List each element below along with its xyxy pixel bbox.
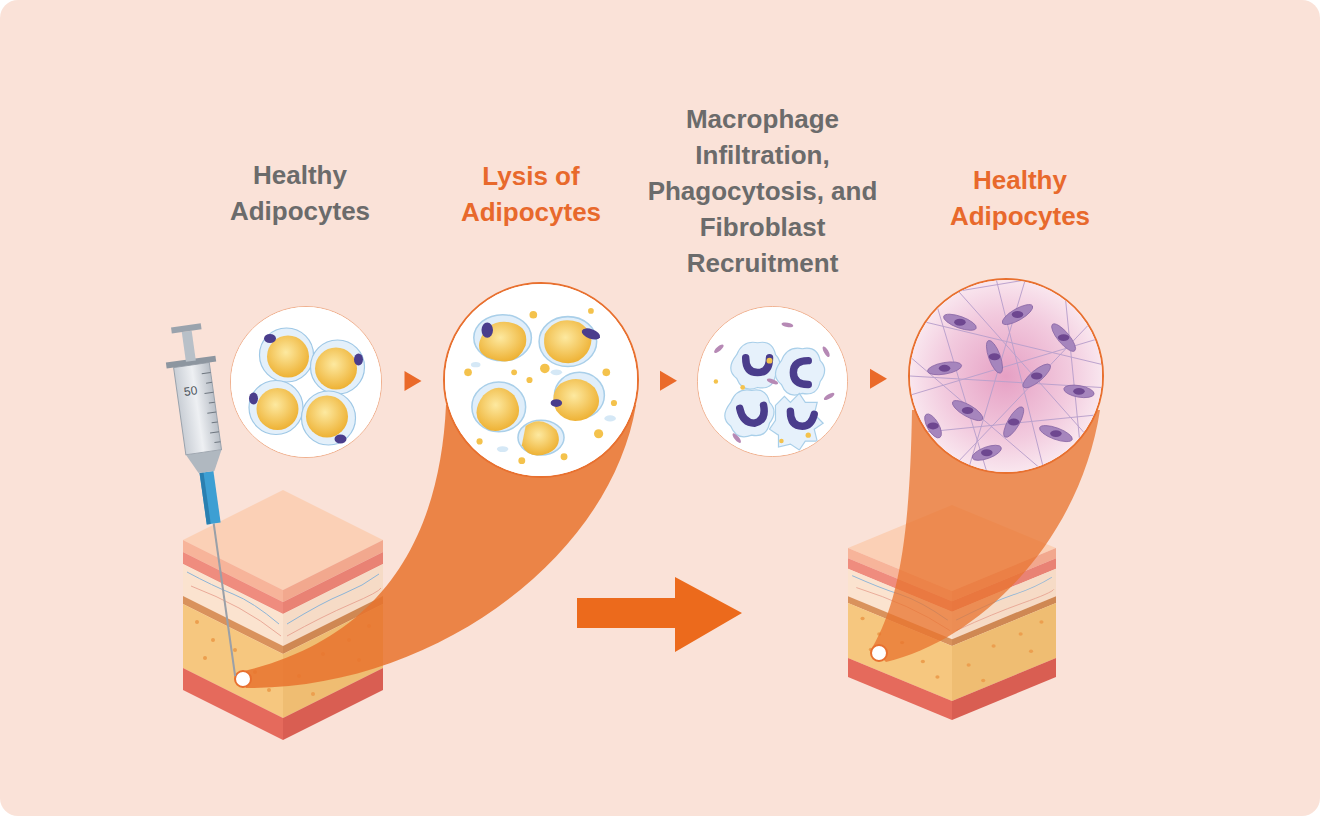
stage-heading: Healthy Adipocytes (195, 157, 405, 229)
injection-point (235, 645, 887, 687)
stage-heading-group: Healthy Adipocytes (915, 162, 1125, 234)
macrophage-art (698, 307, 847, 456)
stage-heading-group: Healthy Adipocytes (195, 157, 405, 229)
arrow-head (660, 371, 677, 391)
stage-circle: Healthy Adipocytes (908, 278, 1104, 474)
stage-heading: Healthy Adipocytes (915, 162, 1125, 234)
stage-arrow (848, 369, 908, 389)
stage-circle: Healthy Adipocytes (230, 306, 382, 458)
stage-heading-group: Lysis of Adipocytes (426, 158, 636, 230)
stage-illustration (910, 280, 1102, 472)
syringe-scale: 50 (183, 383, 198, 399)
stage-illustration (231, 307, 381, 457)
stage-arrow (382, 371, 443, 391)
skin-block (183, 490, 383, 740)
process-arrow (577, 577, 742, 652)
stage-illustration (445, 284, 637, 476)
stage-circle: Macrophage Infiltration, Phagocytosis, a… (697, 306, 848, 457)
lysis-art (445, 284, 637, 476)
stage-heading: Lysis of Adipocytes (426, 158, 636, 230)
stage-heading: Macrophage Infiltration, Phagocytosis, a… (632, 101, 894, 281)
stage-arrow (639, 371, 697, 391)
fibroblast-art (910, 280, 1102, 472)
stage-heading-group: Macrophage Infiltration, Phagocytosis, a… (632, 101, 894, 281)
arrow-head (405, 371, 422, 391)
arrow-head (870, 369, 887, 389)
stage-illustration (698, 307, 847, 456)
stage-circle: Lysis of Adipocytes (443, 282, 639, 478)
adipocyte-art (231, 307, 381, 457)
